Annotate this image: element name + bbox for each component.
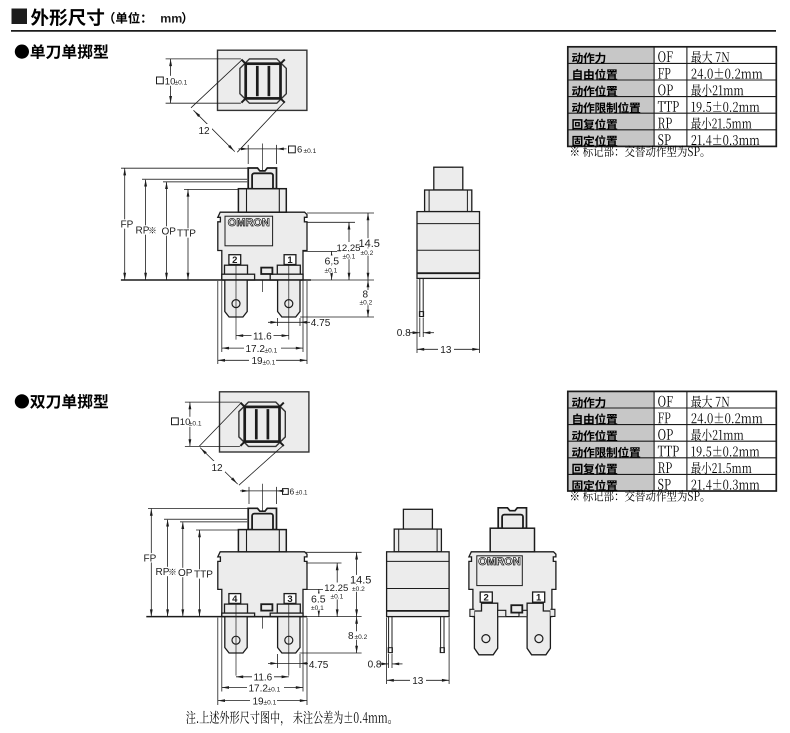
svg-text:±0.1: ±0.1: [175, 80, 188, 87]
svg-text:±0.1: ±0.1: [296, 490, 309, 497]
svg-text:17.2: 17.2: [249, 683, 269, 694]
svg-text:8: 8: [348, 631, 354, 642]
svg-text:13: 13: [412, 676, 424, 687]
svg-text:14.5: 14.5: [359, 238, 380, 250]
svg-text:±0.2: ±0.2: [355, 634, 368, 641]
svg-text:±0.2: ±0.2: [352, 586, 365, 593]
svg-text:19: 19: [253, 696, 265, 707]
svg-text:6.5: 6.5: [311, 594, 326, 606]
svg-text:11.6: 11.6: [254, 673, 273, 684]
svg-text:±0.1: ±0.1: [189, 420, 202, 427]
svg-text:±0.1: ±0.1: [265, 347, 278, 354]
svg-text:12.25: 12.25: [337, 243, 361, 254]
svg-text:±0.2: ±0.2: [361, 250, 374, 257]
svg-text:2: 2: [232, 255, 237, 266]
svg-text:6: 6: [297, 145, 302, 156]
svg-text:FP: FP: [121, 220, 134, 231]
svg-text:4.75: 4.75: [311, 318, 331, 329]
svg-text:8: 8: [363, 290, 369, 301]
svg-text:±0.1: ±0.1: [311, 605, 324, 612]
svg-text:1: 1: [287, 255, 293, 266]
svg-text:OMRON: OMRON: [478, 556, 521, 568]
svg-text:4: 4: [232, 594, 238, 605]
svg-text:±0.2: ±0.2: [360, 300, 373, 307]
svg-text:±0.1: ±0.1: [325, 267, 338, 274]
svg-text:0.8: 0.8: [368, 660, 382, 671]
svg-text:10: 10: [165, 76, 176, 87]
svg-text:±0.1: ±0.1: [343, 254, 356, 261]
svg-text:TTP: TTP: [177, 229, 196, 240]
svg-text:2: 2: [484, 593, 489, 604]
svg-text:OP: OP: [162, 227, 177, 238]
svg-text:±0.1: ±0.1: [304, 148, 317, 155]
svg-text:12.25: 12.25: [324, 583, 348, 594]
svg-text:mm: mm: [160, 12, 182, 26]
svg-text:12: 12: [199, 126, 211, 137]
svg-text:17.2: 17.2: [246, 344, 266, 355]
svg-text:RP: RP: [156, 567, 170, 578]
svg-text:TTP: TTP: [194, 570, 213, 581]
svg-text:OP: OP: [178, 568, 193, 579]
svg-text:14.5: 14.5: [350, 575, 371, 587]
svg-text:±0.1: ±0.1: [331, 594, 344, 601]
svg-text:3: 3: [287, 594, 292, 605]
svg-text:4.75: 4.75: [309, 660, 329, 671]
svg-text:10: 10: [180, 417, 191, 428]
svg-text:FP: FP: [144, 553, 157, 564]
svg-text:±0.1: ±0.1: [263, 359, 276, 366]
svg-text:OMRON: OMRON: [228, 217, 270, 229]
svg-text:6.5: 6.5: [325, 256, 340, 268]
svg-text:±0.1: ±0.1: [264, 700, 277, 707]
svg-text:13: 13: [440, 345, 452, 356]
svg-text:11.6: 11.6: [253, 331, 272, 342]
svg-text:RP: RP: [136, 226, 150, 237]
svg-text:±0.1: ±0.1: [268, 687, 281, 694]
svg-text:12: 12: [212, 463, 224, 474]
svg-text:0.8: 0.8: [397, 328, 411, 339]
svg-text:19: 19: [252, 356, 264, 367]
svg-text:1: 1: [536, 593, 542, 604]
svg-text:6: 6: [290, 487, 295, 497]
